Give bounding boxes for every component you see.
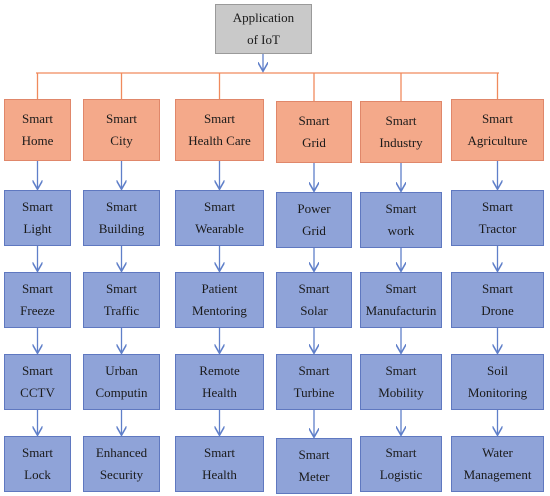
application-label: Remote Health [199,363,240,400]
application-node: Smart Lock [4,436,71,492]
category-label: Smart Health Care [188,111,251,148]
application-label: Smart Turbine [293,363,335,400]
category-node: Smart Home [4,99,71,161]
application-node: Smart Building [83,190,160,246]
application-node: Water Management [451,436,544,492]
category-label: Smart Agriculture [467,111,528,148]
application-node: Soil Monitoring [451,354,544,410]
application-node: Smart Drone [451,272,544,328]
application-node: Power Grid [276,192,352,248]
application-node: Smart Traffic [83,272,160,328]
category-label: Smart City [105,111,138,148]
category-node: Smart City [83,99,160,161]
application-label: Enhanced Security [95,445,148,482]
application-label: Power Grid [297,201,331,238]
application-label: Smart Lock [21,445,54,482]
application-label: Water Management [463,445,532,482]
application-node: Smart Turbine [276,354,352,410]
category-label: Smart Home [21,111,54,148]
category-label: Smart Industry [379,113,423,150]
root-label: Application of IoT [232,10,295,47]
application-label: Smart work [385,201,417,238]
application-label: Smart Mobility [378,363,424,400]
application-label: Smart Light [21,199,54,236]
application-label: Smart Tractor [478,199,517,236]
application-node: Smart Meter [276,438,352,494]
application-label: Smart Traffic [103,281,140,318]
category-node: Smart Agriculture [451,99,544,161]
application-node: Smart Tractor [451,190,544,246]
application-node: Remote Health [175,354,264,410]
application-node: Smart Wearable [175,190,264,246]
application-label: Smart Meter [298,447,330,484]
application-label: Smart Wearable [195,199,244,236]
application-node: Enhanced Security [83,436,160,492]
root-node: Application of IoT [215,4,312,54]
application-node: Patient Mentoring [175,272,264,328]
application-node: Smart Manufacturin [360,272,442,328]
category-label: Smart Grid [298,113,330,150]
application-node: Smart work [360,192,442,248]
application-label: Soil Monitoring [467,363,528,400]
application-node: Smart Mobility [360,354,442,410]
application-node: Urban Computin [83,354,160,410]
category-node: Smart Grid [276,101,352,163]
application-node: Smart Solar [276,272,352,328]
application-node: Smart Health [175,436,264,492]
application-node: Smart Light [4,190,71,246]
application-label: Smart Health [202,445,237,482]
application-node: Smart CCTV [4,354,71,410]
application-label: Smart Building [98,199,145,236]
category-node: Smart Industry [360,101,442,163]
application-label: Urban Computin [95,363,148,400]
application-label: Smart CCTV [20,363,55,400]
application-label: Smart Freeze [20,281,55,318]
application-label: Patient Mentoring [192,281,247,318]
application-node: Smart Freeze [4,272,71,328]
application-label: Smart Drone [481,281,514,318]
application-label: Smart Solar [298,281,330,318]
category-node: Smart Health Care [175,99,264,161]
application-label: Smart Manufacturin [365,281,437,318]
application-label: Smart Logistic [379,445,423,482]
application-node: Smart Logistic [360,436,442,492]
